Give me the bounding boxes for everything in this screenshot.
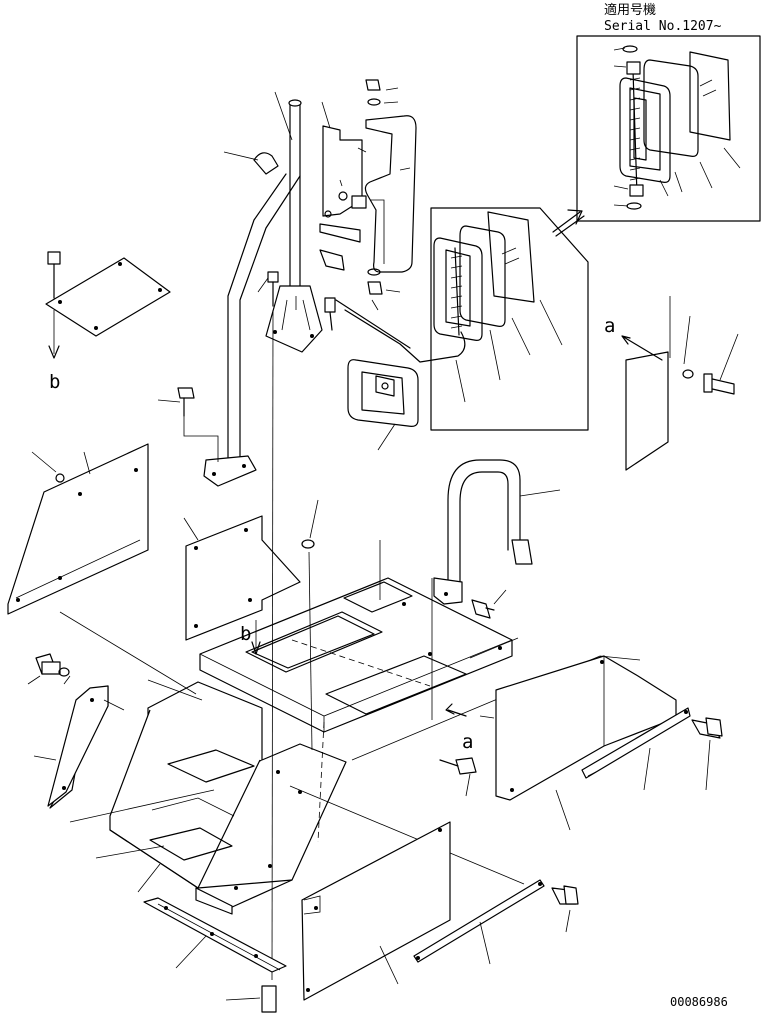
- left-side-panel: [7, 443, 149, 615]
- handrail-upright: [431, 459, 561, 720]
- side-cover-a: [621, 296, 739, 471]
- mirror-post: [257, 91, 323, 353]
- small-mirror: [347, 359, 419, 451]
- view-label-a-lower: a: [462, 731, 473, 753]
- arrow-a-lower: [445, 703, 467, 717]
- access-cover-plate: [45, 251, 171, 359]
- applicable-serial-jp-label: 適用号機: [604, 2, 656, 18]
- center-left-panel: [183, 515, 301, 641]
- bolt-center: [439, 757, 477, 797]
- mirror-stay: [319, 79, 417, 349]
- view-label-b-upper: b: [240, 623, 251, 645]
- handrail-bent: [157, 151, 301, 487]
- inset-mirror-detail: [576, 35, 761, 222]
- left-step-bracket: [27, 653, 125, 809]
- drawing-number: 00086986: [670, 995, 728, 1009]
- lower-step-strip: [143, 897, 287, 1013]
- lower-front-panel: [301, 821, 579, 1001]
- serial-number-label: Serial No.1207~: [604, 19, 722, 34]
- alignment-lines: [59, 309, 641, 981]
- step-body: [69, 679, 347, 915]
- mirror-detail-box: [344, 207, 589, 431]
- view-label-a-upper: a: [604, 315, 615, 337]
- right-side-panel: [479, 655, 723, 831]
- platform-frame: [199, 540, 519, 733]
- view-label-b-lower: b: [49, 371, 60, 393]
